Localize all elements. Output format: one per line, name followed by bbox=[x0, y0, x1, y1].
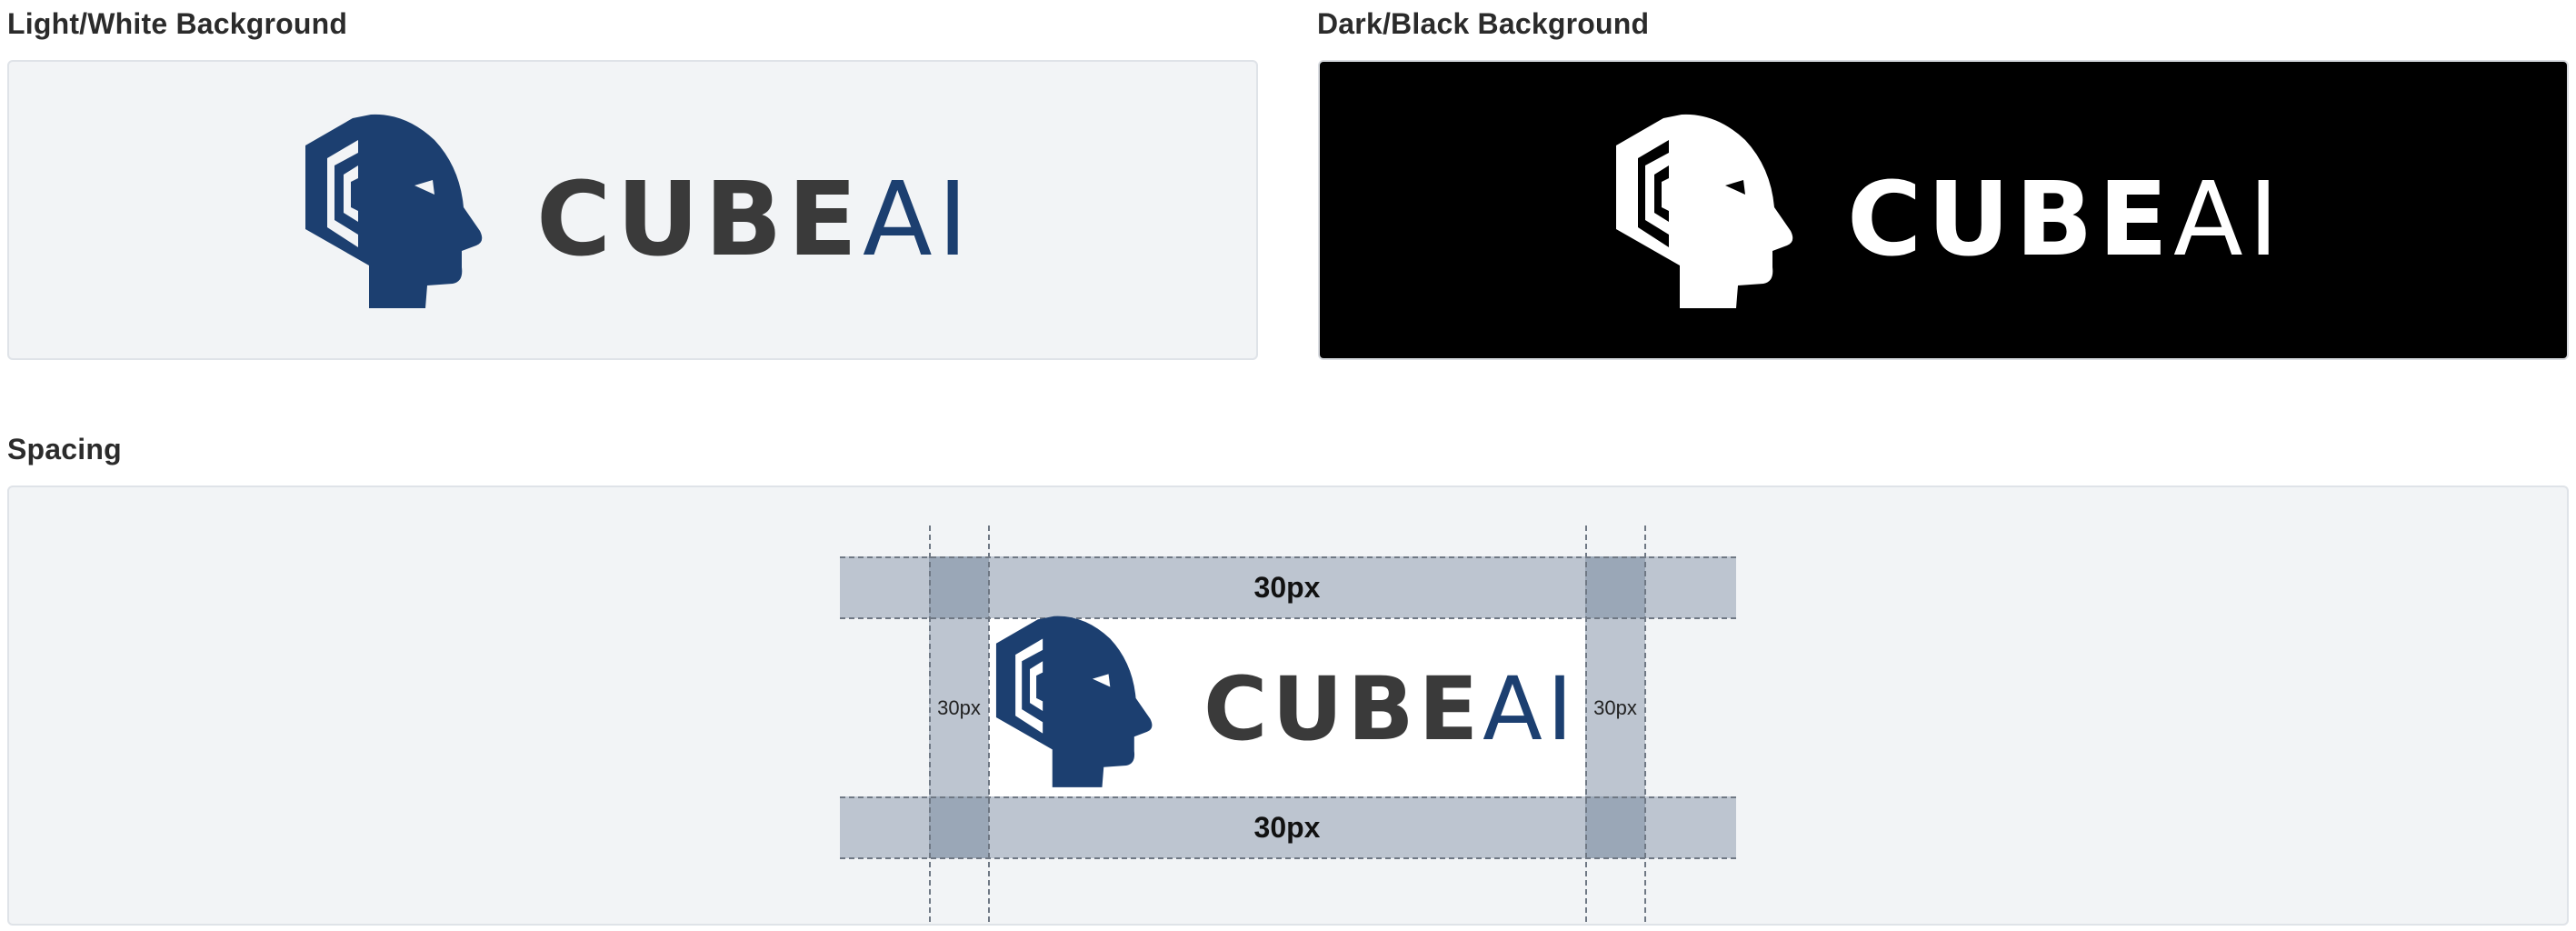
corner-overlap bbox=[1585, 556, 1645, 618]
light-background-title: Light/White Background bbox=[7, 7, 348, 40]
left-spacing-band bbox=[929, 618, 989, 796]
logo-word-cube: CUBE bbox=[1203, 658, 1483, 760]
logo-wordmark: CUBEAI bbox=[1203, 666, 1577, 753]
corner-overlap bbox=[1585, 796, 1645, 858]
top-spacing-label: 30px bbox=[1253, 571, 1321, 604]
guide-line bbox=[1644, 526, 1646, 922]
logo-wordmark: CUBEAI bbox=[536, 169, 973, 271]
corner-overlap bbox=[929, 556, 989, 618]
spacing-title: Spacing bbox=[7, 433, 122, 466]
right-spacing-label: 30px bbox=[1593, 696, 1637, 719]
light-background-panel: CUBEAI bbox=[7, 60, 1258, 360]
dark-background-title: Dark/Black Background bbox=[1317, 7, 1650, 40]
logo-word-cube: CUBE bbox=[536, 161, 864, 279]
guide-line bbox=[840, 617, 1736, 619]
guide-line bbox=[840, 556, 1736, 558]
head-cube-icon bbox=[1616, 114, 1793, 308]
guide-line bbox=[1585, 526, 1587, 922]
logo-wordmark: CUBEAI bbox=[1847, 169, 2284, 271]
spacing-panel: 30px 30px 30px 30px CUBEAI bbox=[7, 486, 2569, 926]
dark-background-panel: CUBEAI bbox=[1318, 60, 2569, 360]
guide-line bbox=[840, 857, 1736, 859]
corner-overlap bbox=[929, 796, 989, 858]
bottom-spacing-label: 30px bbox=[1253, 811, 1321, 844]
logo-word-ai: AI bbox=[1483, 658, 1578, 760]
head-cube-icon bbox=[995, 616, 1153, 787]
guide-line bbox=[840, 796, 1736, 798]
logo-word-ai: AI bbox=[2173, 161, 2284, 279]
guide-line bbox=[929, 526, 931, 922]
guide-line bbox=[988, 526, 990, 922]
logo-word-ai: AI bbox=[863, 161, 973, 279]
left-spacing-label: 30px bbox=[937, 696, 981, 719]
logo-word-cube: CUBE bbox=[1847, 161, 2174, 279]
right-spacing-band bbox=[1585, 618, 1645, 796]
head-cube-icon bbox=[305, 114, 483, 308]
